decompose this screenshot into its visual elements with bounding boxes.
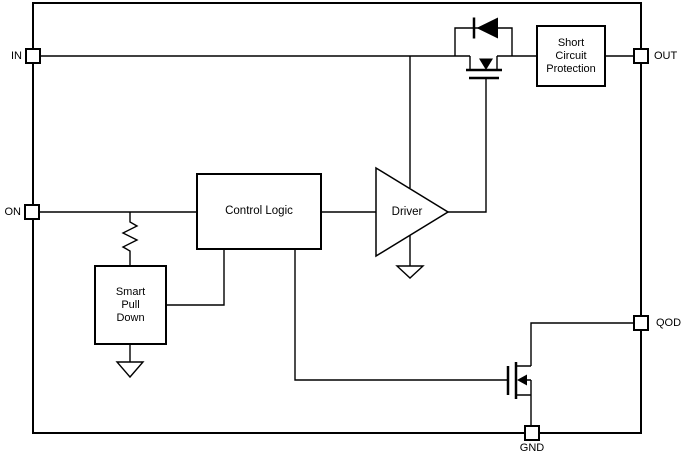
wire-control-logic-to-qod-gate bbox=[294, 250, 507, 381]
pin-in bbox=[25, 48, 41, 64]
wire-spd-to-control-logic bbox=[167, 250, 225, 306]
scp-line-1: Short bbox=[557, 36, 585, 49]
qod-fet-body-arrow bbox=[517, 374, 527, 386]
pass-fet-icon bbox=[466, 56, 502, 80]
driver-triangle bbox=[375, 166, 450, 258]
spd-line-2: Pull bbox=[121, 298, 140, 311]
wire-driver-to-fet-gate bbox=[448, 79, 487, 213]
scp-line-2: Circuit bbox=[555, 49, 587, 62]
pin-out bbox=[633, 48, 649, 64]
pass-fet-body-arrow bbox=[479, 58, 493, 70]
pin-label-on: ON bbox=[4, 206, 22, 218]
scp-line-3: Protection bbox=[546, 62, 596, 75]
pin-label-gnd: GND bbox=[519, 442, 545, 454]
short-circuit-protection-block: Short Circuit Protection bbox=[536, 25, 606, 87]
pin-label-qod: QOD bbox=[656, 317, 682, 329]
smart-pull-down-ground-icon bbox=[115, 345, 145, 379]
qod-fet-icon bbox=[506, 362, 531, 399]
pin-label-in: IN bbox=[11, 50, 22, 62]
wires bbox=[40, 55, 633, 425]
pin-label-out: OUT bbox=[654, 50, 678, 62]
pin-on bbox=[24, 204, 40, 220]
body-diode-icon bbox=[454, 17, 513, 56]
pin-qod bbox=[633, 315, 649, 331]
control-logic-label: Control Logic bbox=[225, 205, 293, 217]
control-logic-block: Control Logic bbox=[196, 173, 322, 250]
pin-gnd bbox=[524, 425, 540, 441]
resistor-icon bbox=[121, 212, 139, 265]
smart-pull-down-block: Smart Pull Down bbox=[94, 265, 167, 345]
wire-qod-pin-to-fet bbox=[530, 322, 633, 366]
driver-label: Driver bbox=[391, 206, 423, 218]
driver-ground-icon bbox=[395, 235, 425, 279]
spd-line-1: Smart bbox=[115, 285, 146, 298]
spd-line-3: Down bbox=[116, 311, 145, 324]
